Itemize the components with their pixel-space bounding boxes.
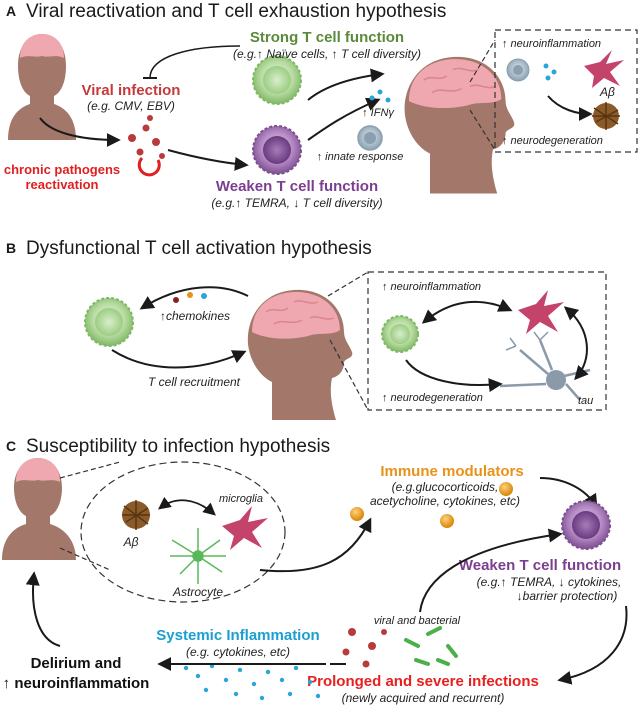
temra-t-cell-icon	[561, 500, 611, 550]
immune-modulators-examples-1: (e.g.glucocorticoids,	[392, 480, 499, 494]
microglia-label: microglia	[219, 493, 263, 505]
neuron-icon	[499, 331, 591, 401]
systemic-inflammation-examples: (e.g. cytokines, etc)	[186, 645, 290, 659]
naive-t-cell-icon	[252, 55, 302, 105]
panel-c-letter: C	[6, 438, 16, 454]
modulator-orb-icon	[350, 482, 513, 528]
inhibition-connector	[149, 45, 241, 79]
monocyte-icon	[506, 58, 530, 82]
ifn-gamma-dots-icon	[369, 89, 391, 103]
viral-infection-label: Viral infection	[82, 82, 181, 99]
astrocyte-icon	[170, 528, 226, 584]
t-cell-icon	[84, 297, 134, 347]
panel-a: A Viral reactivation and T cell exhausti…	[4, 1, 638, 210]
person-icon	[2, 458, 76, 560]
prolonged-infections-examples: (newly acquired and recurrent)	[342, 691, 505, 705]
panel-c: C Susceptibility to infection hypothesis…	[2, 436, 628, 705]
cytokine-dots-icon	[543, 63, 557, 81]
strong-t-cell-examples: (e.g.↑ Naïve cells, ↑ T cell diversity)	[233, 47, 421, 61]
chemokines-label: ↑chemokines	[160, 309, 230, 323]
cytokine-dots-icon	[183, 663, 321, 701]
delirium-label: Delirium and	[31, 655, 122, 672]
weaken-t-cell-examples-1: (e.g.↑ TEMRA, ↓ cytokines,	[477, 575, 622, 589]
viral-infection-examples: (e.g. CMV, EBV)	[87, 99, 175, 113]
reactivation-label: reactivation	[26, 177, 99, 192]
t-cell-icon	[381, 315, 419, 353]
strong-t-cell-label: Strong T cell function	[250, 29, 404, 46]
chronic-pathogens-label: chronic pathogens	[4, 162, 120, 177]
viral-bacterial-label: viral and bacterial	[374, 615, 461, 627]
neuroinflammation-label: ↑ neuroinflammation	[382, 281, 481, 293]
immune-modulators-label: Immune modulators	[380, 463, 523, 480]
amyloid-plaque-icon	[122, 500, 150, 530]
panel-b-title: Dysfunctional T cell activation hypothes…	[26, 238, 372, 259]
panel-b: B Dysfunctional T cell activation hypoth…	[6, 238, 607, 420]
brain-inset-box	[494, 29, 638, 153]
neuroinflammation-label: ↑ neuroinflammation	[502, 38, 601, 50]
reactivation-arc-icon	[137, 156, 161, 177]
t-cell-recruitment-label: T cell recruitment	[148, 375, 241, 389]
panel-c-title: Susceptibility to infection hypothesis	[26, 436, 330, 457]
systemic-inflammation-label: Systemic Inflammation	[156, 627, 319, 644]
head-profile-icon	[247, 289, 353, 420]
chemokine-dots-icon	[173, 292, 207, 303]
weaken-t-cell-examples-2: ↓barrier protection)	[517, 589, 618, 603]
bacteria-icon	[404, 626, 458, 666]
head-profile-icon	[404, 56, 515, 194]
amyloid-plaque-icon	[592, 102, 620, 130]
prolonged-infections-label: Prolonged and severe infections	[307, 673, 539, 690]
weaken-t-cell-label: Weaken T cell function	[216, 178, 378, 195]
ifn-gamma-label: ↑ IFNγ	[362, 107, 395, 119]
panel-a-title: Viral reactivation and T cell exhaustion…	[26, 1, 446, 22]
neuroinflammation-outcome-label: ↑ neuroinflammation	[3, 675, 150, 692]
panel-b-letter: B	[6, 240, 16, 256]
brain-inset-box	[367, 271, 607, 411]
brain-inset-ellipse	[80, 461, 286, 603]
virus-icon	[128, 115, 165, 159]
neurodegeneration-label: ↑ neurodegeneration	[502, 135, 603, 147]
innate-response-label: ↑ innate response	[317, 151, 404, 163]
temra-t-cell-icon	[252, 125, 302, 175]
immune-modulators-examples-2: acetycholine, cytokines, etc)	[370, 494, 520, 508]
amyloid-beta-label: Aβ	[599, 85, 615, 99]
weaken-t-cell-examples: (e.g.↑ TEMRA, ↓ T cell diversity)	[211, 196, 382, 210]
astrocyte-label: Astrocyte	[172, 585, 223, 599]
monocyte-icon	[357, 125, 383, 151]
panel-a-letter: A	[6, 3, 16, 19]
person-icon	[8, 34, 76, 140]
microglia-icon	[518, 290, 564, 334]
amyloid-beta-label: Aβ	[123, 535, 139, 549]
weaken-t-cell-label: Weaken T cell function	[459, 557, 621, 574]
tau-label: tau	[578, 395, 593, 407]
neurodegeneration-label: ↑ neurodegeneration	[382, 392, 483, 404]
microglia-icon	[584, 50, 624, 88]
virus-icon	[342, 628, 387, 668]
microglia-icon	[222, 506, 268, 550]
